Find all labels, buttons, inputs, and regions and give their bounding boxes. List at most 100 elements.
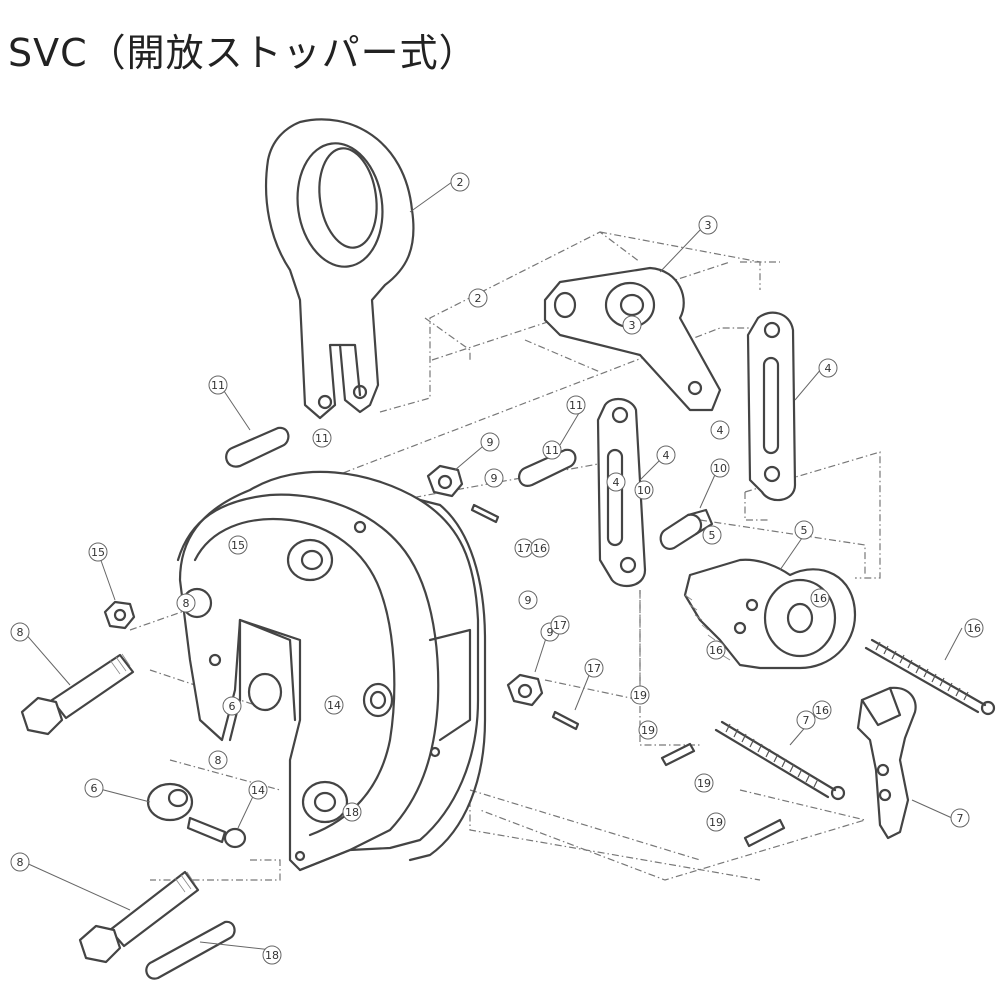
callout-leaders xyxy=(23,181,963,951)
callout-label: 19 xyxy=(697,777,711,790)
callout-label: 9 xyxy=(547,626,554,639)
part-9-nut-lower xyxy=(506,673,544,707)
part-number-callouts: 2233444556677888899991010111111111414151… xyxy=(10,172,984,965)
part-6-roller xyxy=(146,782,194,822)
callout-label: 17 xyxy=(553,619,567,632)
part-19-pin-lower xyxy=(743,818,786,848)
callout-label: 9 xyxy=(525,594,532,607)
callout-part-2: 2 xyxy=(450,172,470,192)
part-9-nut-upper xyxy=(426,464,464,498)
callout-label: 19 xyxy=(709,816,723,829)
part-11-pin-left xyxy=(225,426,290,468)
part-4-slotted-link-right xyxy=(746,311,797,502)
callout-part-19: 19 xyxy=(638,720,658,740)
part-17-small-pin-lower xyxy=(551,710,580,731)
callout-part-19: 19 xyxy=(694,773,714,793)
part-3-link-plate xyxy=(543,266,722,412)
callout-label: 9 xyxy=(491,472,498,485)
callout-label: 18 xyxy=(265,949,279,962)
callout-part-15: 15 xyxy=(88,542,108,562)
callout-part-3: 3 xyxy=(622,315,642,335)
callout-part-11: 11 xyxy=(208,375,228,395)
callout-label: 4 xyxy=(613,476,620,489)
callout-part-16: 16 xyxy=(706,640,726,660)
part-4-slotted-link-left xyxy=(596,397,647,588)
part-2-lifting-eye xyxy=(265,118,415,420)
callout-label: 7 xyxy=(803,714,810,727)
callout-label: 18 xyxy=(345,806,359,819)
callout-label: 4 xyxy=(825,362,832,375)
callout-label: 16 xyxy=(813,592,827,605)
callout-label: 4 xyxy=(717,424,724,437)
callout-part-2: 2 xyxy=(468,288,488,308)
callout-part-8: 8 xyxy=(176,593,196,613)
callout-part-11: 11 xyxy=(312,428,332,448)
callout-part-4: 4 xyxy=(710,420,730,440)
clamp-main-body xyxy=(176,470,487,872)
callout-label: 2 xyxy=(475,292,482,305)
callout-label: 6 xyxy=(229,700,236,713)
callout-label: 19 xyxy=(633,689,647,702)
callout-label: 16 xyxy=(815,704,829,717)
callout-label: 11 xyxy=(315,432,329,445)
part-11-pin-right xyxy=(518,448,577,487)
callout-part-16: 16 xyxy=(964,618,984,638)
callout-label: 15 xyxy=(231,539,245,552)
part-17-small-pin-upper xyxy=(470,503,500,524)
callout-part-6: 6 xyxy=(222,696,242,716)
part-7-stopper-lever xyxy=(856,686,917,840)
callout-part-5: 5 xyxy=(794,520,814,540)
callout-label: 3 xyxy=(629,319,636,332)
callout-part-16: 16 xyxy=(530,538,550,558)
callout-part-6: 6 xyxy=(84,778,104,798)
callout-part-7: 7 xyxy=(950,808,970,828)
callout-part-17: 17 xyxy=(514,538,534,558)
callout-label: 7 xyxy=(957,812,964,825)
callout-label: 19 xyxy=(641,724,655,737)
part-16-spring xyxy=(864,638,996,716)
callout-label: 16 xyxy=(967,622,981,635)
callout-part-3: 3 xyxy=(698,215,718,235)
callout-part-18: 18 xyxy=(262,945,282,965)
callout-part-16: 16 xyxy=(810,588,830,608)
part-7-spring xyxy=(714,720,846,801)
callout-part-14: 14 xyxy=(324,695,344,715)
callout-part-15: 15 xyxy=(228,535,248,555)
callout-label: 10 xyxy=(637,484,651,497)
part-14-bolt xyxy=(186,816,247,849)
callout-part-4: 4 xyxy=(656,445,676,465)
callout-label: 17 xyxy=(517,542,531,555)
callout-label: 8 xyxy=(215,754,222,767)
callout-part-19: 19 xyxy=(706,812,726,832)
callout-part-4: 4 xyxy=(606,472,626,492)
callout-label: 16 xyxy=(533,542,547,555)
callout-label: 14 xyxy=(327,699,341,712)
callout-label: 17 xyxy=(587,662,601,675)
part-8-bolt-lower xyxy=(78,870,200,964)
callout-label: 8 xyxy=(183,597,190,610)
callout-part-8: 8 xyxy=(10,622,30,642)
callout-part-9: 9 xyxy=(518,590,538,610)
callout-part-7: 7 xyxy=(796,710,816,730)
part-18-pin xyxy=(145,920,236,980)
callout-label: 10 xyxy=(713,462,727,475)
callout-part-8: 8 xyxy=(10,852,30,872)
callout-part-14: 14 xyxy=(248,780,268,800)
callout-label: 5 xyxy=(709,529,716,542)
callout-part-11: 11 xyxy=(566,395,586,415)
callout-label: 6 xyxy=(91,782,98,795)
callout-part-10: 10 xyxy=(634,480,654,500)
callout-part-9: 9 xyxy=(484,468,504,488)
callout-part-4: 4 xyxy=(818,358,838,378)
part-19-pin-upper xyxy=(660,742,696,767)
callout-part-16: 16 xyxy=(812,700,832,720)
callout-part-5: 5 xyxy=(702,525,722,545)
callout-label: 16 xyxy=(709,644,723,657)
callout-part-18: 18 xyxy=(342,802,362,822)
callout-part-10: 10 xyxy=(710,458,730,478)
callout-part-17: 17 xyxy=(550,615,570,635)
diagram-title: SVC（開放ストッパー式） xyxy=(8,31,478,75)
callout-label: 11 xyxy=(569,399,583,412)
callout-part-11: 11 xyxy=(542,440,562,460)
callout-label: 4 xyxy=(663,449,670,462)
